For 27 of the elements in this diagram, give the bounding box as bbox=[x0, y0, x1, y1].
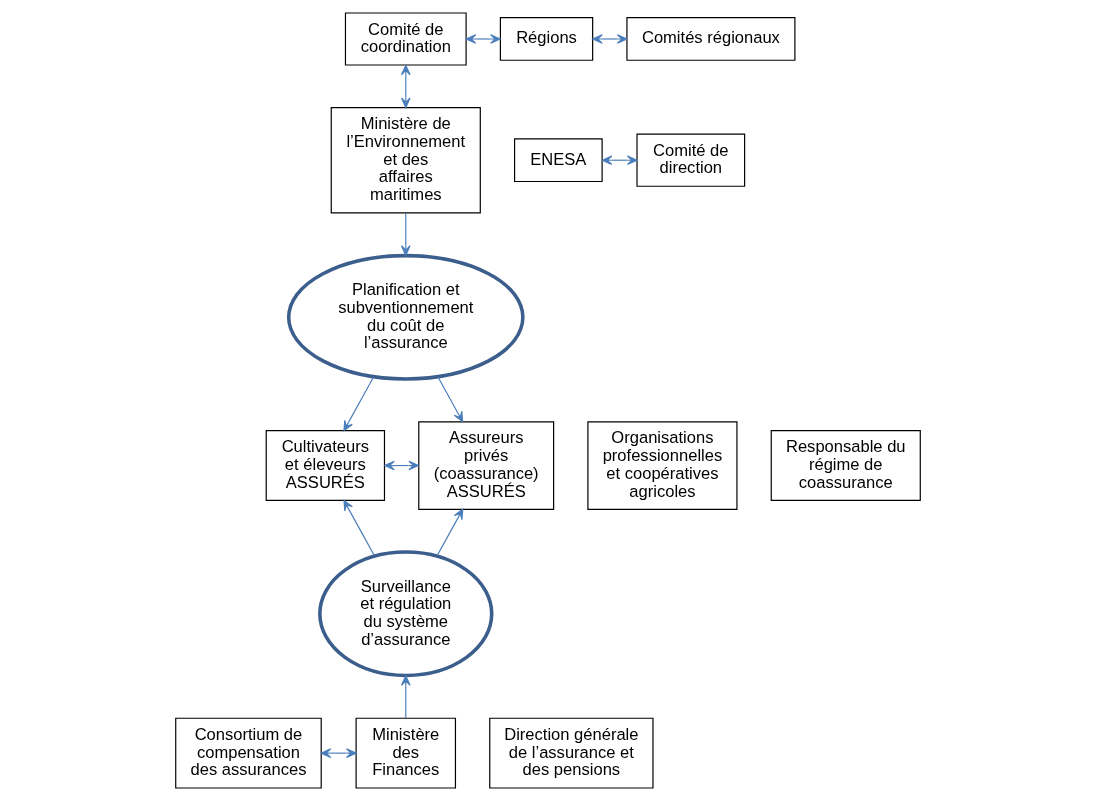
arrow bbox=[400, 675, 411, 719]
arrow bbox=[400, 64, 411, 109]
node-ellipse: Planification et subventionnement du coût de l’assurance bbox=[286, 253, 525, 381]
node-box: Responsable du régime de coassurance bbox=[770, 430, 921, 502]
arrow bbox=[400, 212, 411, 256]
arrow bbox=[342, 376, 374, 432]
node-box: Comité de direction bbox=[635, 133, 745, 187]
node-ellipse: Surveillance et régulation du système d’assurance bbox=[317, 550, 493, 678]
node-box: Comités régionaux bbox=[625, 17, 795, 61]
node-box: Organisations professionnelles et coopératives agricoles bbox=[586, 421, 738, 510]
node-box: Ministère des Finances bbox=[355, 717, 456, 789]
node-box: Cultivateurs et éleveurs ASSURÉS bbox=[265, 430, 385, 502]
node-box: Assureurs privés (coassurance) ASSURÉS bbox=[417, 421, 554, 510]
arrow bbox=[601, 155, 637, 166]
arrow bbox=[436, 508, 463, 557]
arrow bbox=[591, 34, 627, 44]
arrow bbox=[383, 460, 419, 471]
node-box: Comité de coordination bbox=[344, 12, 467, 66]
arrow bbox=[320, 748, 356, 758]
node-box: Direction générale de l’assurance et des pensions bbox=[488, 717, 654, 789]
arrow bbox=[342, 499, 375, 557]
node-box: Ministère de l’Environnement et des affaires maritimes bbox=[330, 107, 481, 214]
node-box: Régions bbox=[499, 17, 593, 61]
node-box: Consortium de compensation des assurances bbox=[174, 717, 322, 789]
arrow bbox=[465, 34, 501, 44]
node-box: ENESA bbox=[513, 138, 603, 183]
arrow bbox=[436, 376, 463, 423]
